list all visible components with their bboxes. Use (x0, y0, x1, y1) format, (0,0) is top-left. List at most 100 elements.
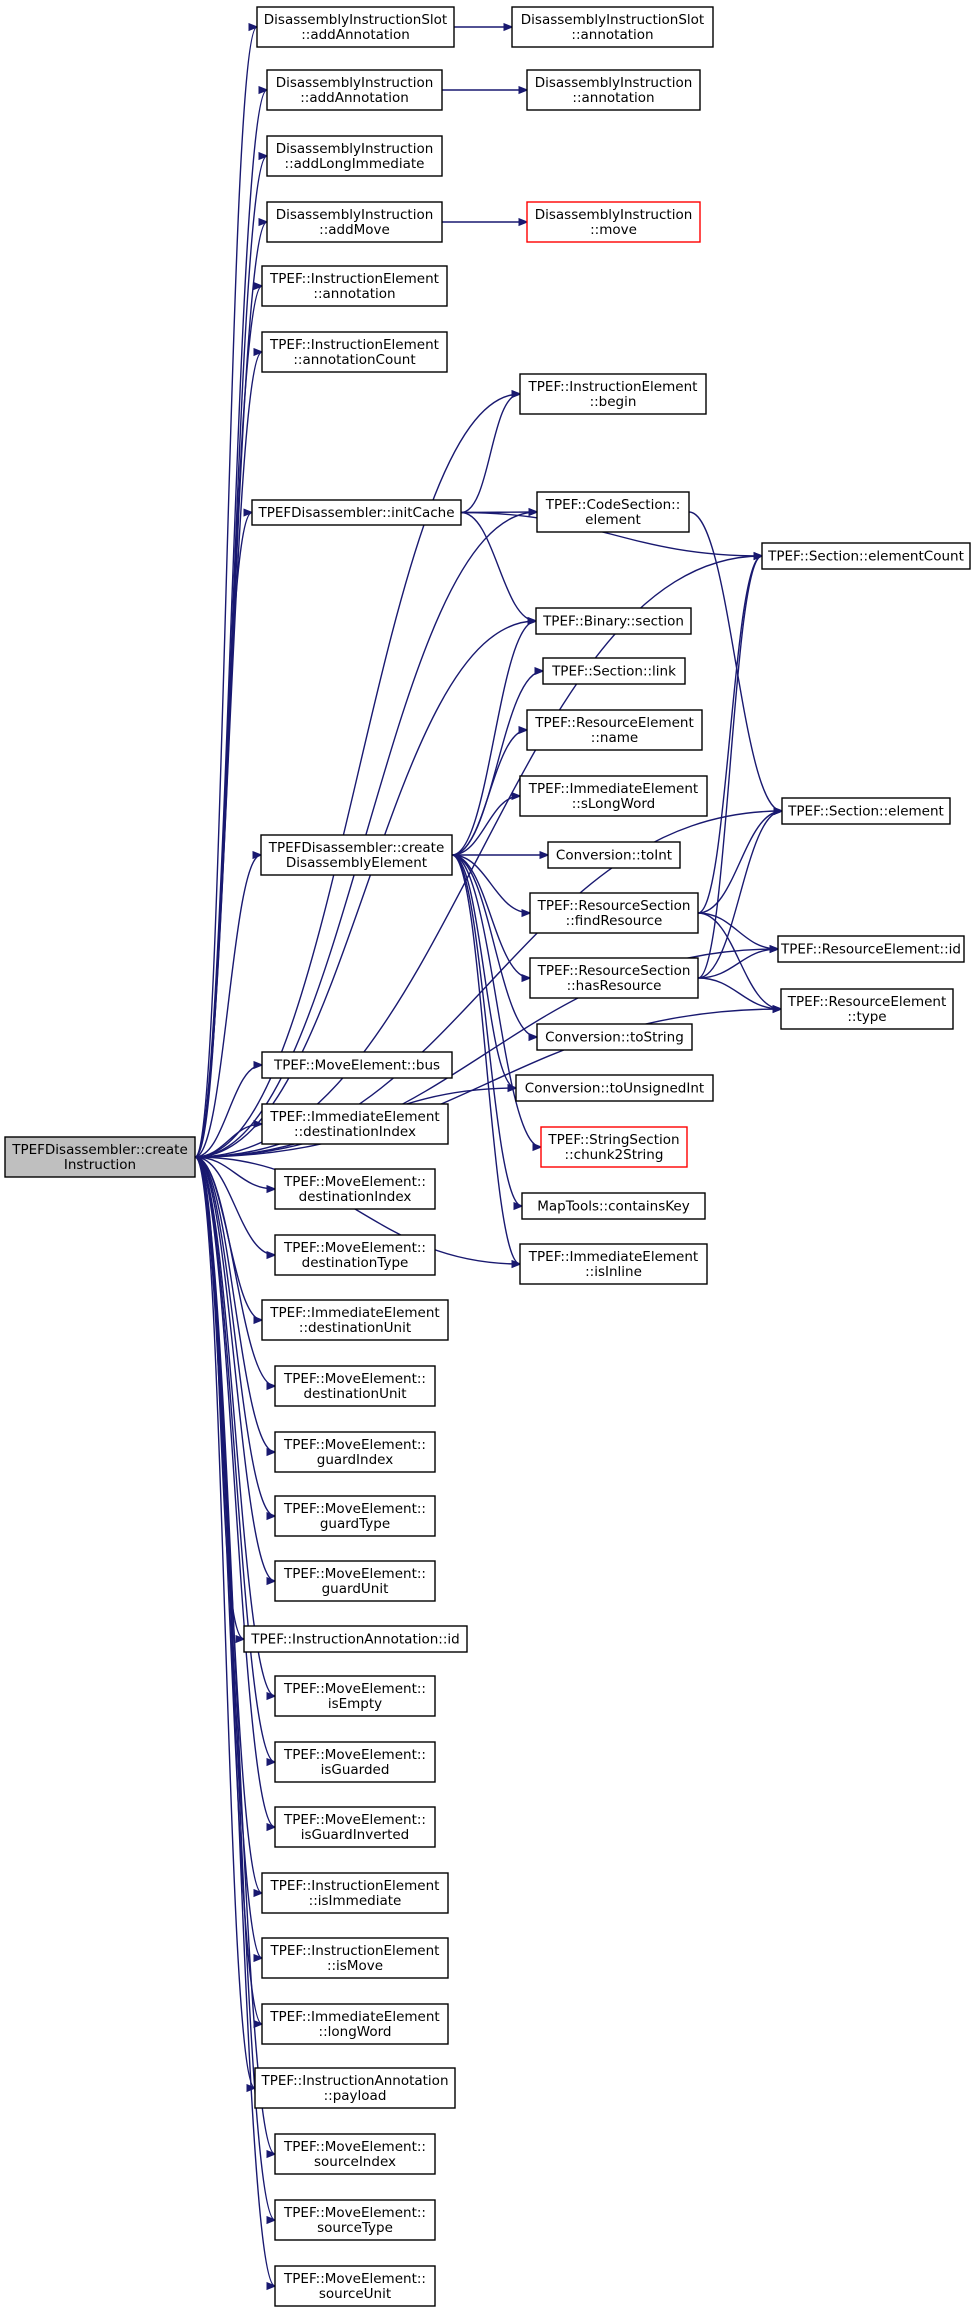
node-label-line: ::destinationUnit (299, 1320, 411, 1336)
node-label-line: TPEF::MoveElement::bus (273, 1058, 440, 1074)
edge-findResource-to-resourceType (697, 912, 781, 1009)
node-label-line: ::addMove (319, 222, 390, 238)
node-meDestUnit[interactable]: TPEF::MoveElement::destinationUnit (274, 1365, 436, 1407)
node-box (261, 1937, 449, 1979)
node-box (261, 1299, 449, 1341)
edge-createDisElement-to-findResource (451, 854, 530, 913)
node-ieAnnotation[interactable]: TPEF::InstructionElement::annotation (261, 265, 448, 307)
node-toString[interactable]: Conversion::toString (536, 1023, 693, 1051)
node-label-line: Conversion::toInt (556, 848, 672, 864)
node-label-line: TPEF::InstructionAnnotation (260, 2073, 448, 2089)
node-meGuardType[interactable]: TPEF::MoveElement::guardType (274, 1495, 436, 1537)
node-meIsEmpty[interactable]: TPEF::MoveElement::isEmpty (274, 1675, 436, 1717)
node-box (515, 1074, 714, 1102)
node-sectionLink[interactable]: TPEF::Section::link (542, 657, 686, 685)
node-meIsGuarded[interactable]: TPEF::MoveElement::isGuarded (274, 1741, 436, 1783)
edge-createInstruction-to-meGuardType (194, 1156, 275, 1516)
node-box (274, 1675, 436, 1717)
node-instrAnnotation[interactable]: DisassemblyInstruction::annotation (526, 69, 701, 111)
node-label-line: destinationUnit (303, 1386, 406, 1402)
node-label-line: ::longWord (319, 2024, 392, 2040)
node-initCache[interactable]: TPEFDisassembler::initCache (251, 499, 462, 526)
node-label-line: DisassemblyInstruction (276, 75, 434, 91)
node-slotAnnotation[interactable]: DisassemblyInstructionSlot::annotation (511, 6, 714, 48)
node-containsKey[interactable]: MapTools::containsKey (521, 1192, 706, 1220)
edge-createInstruction-to-meGuardIndex (194, 1156, 275, 1452)
node-instrAddAnnotation[interactable]: DisassemblyInstruction::addAnnotation (266, 69, 443, 111)
node-codeSectionElement[interactable]: TPEF::CodeSection::element (536, 491, 690, 533)
node-ieIsImmediate[interactable]: TPEF::InstructionElement::isImmediate (261, 1872, 449, 1914)
node-slotAddAnnotation[interactable]: DisassemblyInstructionSlot::addAnnotatio… (256, 6, 455, 48)
node-addMove[interactable]: DisassemblyInstruction::addMove (266, 201, 443, 243)
node-ieAnnotationCount[interactable]: TPEF::InstructionElement::annotationCoun… (261, 331, 448, 373)
edge-createInstruction-to-createDisElement (194, 855, 261, 1158)
node-resourceName[interactable]: TPEF::ResourceElement::name (526, 709, 703, 751)
node-label-line: isEmpty (328, 1696, 382, 1712)
edge-createDisElement-to-isInline (451, 854, 520, 1264)
node-meDestType[interactable]: TPEF::MoveElement::destinationType (274, 1234, 436, 1276)
node-label-line: TPEF::InstructionElement (269, 337, 439, 353)
edge-createDisElement-to-toUnsignedInt (451, 854, 516, 1088)
node-label-line: sourceUnit (319, 2286, 391, 2302)
node-toUnsignedInt[interactable]: Conversion::toUnsignedInt (515, 1074, 714, 1102)
edge-createDisElement-to-containsKey (451, 854, 522, 1206)
node-meSourceUnit[interactable]: TPEF::MoveElement::sourceUnit (274, 2265, 436, 2307)
node-createDisElement[interactable]: TPEFDisassembler::createDisassemblyEleme… (260, 834, 453, 876)
node-meBus[interactable]: TPEF::MoveElement::bus (261, 1051, 453, 1079)
node-instrMove[interactable]: DisassemblyInstruction::move (526, 201, 701, 243)
node-resourceId[interactable]: TPEF::ResourceElement::id (777, 935, 965, 963)
node-meGuardIndex[interactable]: TPEF::MoveElement::guardIndex (274, 1431, 436, 1473)
node-isInline[interactable]: TPEF::ImmediateElement::isInline (519, 1243, 708, 1285)
node-sectionElement[interactable]: TPEF::Section::element (781, 797, 951, 825)
node-sectionElementCount[interactable]: TPEF::Section::elementCount (761, 542, 971, 570)
node-imDestIndex[interactable]: TPEF::ImmediateElement::destinationIndex (261, 1103, 449, 1145)
node-label-line: TPEF::Section::elementCount (767, 549, 964, 565)
node-box (536, 1023, 693, 1051)
node-hasResource[interactable]: TPEF::ResourceSection::hasResource (529, 957, 699, 999)
node-resourceType[interactable]: TPEF::ResourceElement::type (780, 988, 954, 1030)
node-imDestUnit[interactable]: TPEF::ImmediateElement::destinationUnit (261, 1299, 449, 1341)
node-label-line: DisassemblyInstruction (276, 141, 434, 157)
node-label-line: Instruction (64, 1157, 136, 1173)
node-meSourceIndex[interactable]: TPEF::MoveElement::sourceIndex (274, 2133, 436, 2175)
node-label-line: DisassemblyInstruction (535, 75, 693, 91)
edge-createInstruction-to-meDestIndex (194, 1156, 275, 1189)
node-meGuardUnit[interactable]: TPEF::MoveElement::guardUnit (274, 1560, 436, 1602)
node-box (547, 841, 681, 869)
node-meDestIndex[interactable]: TPEF::MoveElement::destinationIndex (274, 1168, 436, 1210)
node-label-line: TPEF::MoveElement:: (283, 1566, 426, 1582)
node-ieIsMove[interactable]: TPEF::InstructionElement::isMove (261, 1937, 449, 1979)
node-label-line: TPEF::Binary::section (542, 614, 684, 630)
node-label-line: isGuardInverted (301, 1827, 410, 1843)
node-box (519, 1243, 708, 1285)
node-label-line: ::isImmediate (309, 1893, 402, 1909)
node-label-line: Conversion::toString (545, 1030, 684, 1046)
node-label-line: TPEF::InstructionElement (269, 271, 439, 287)
node-binarySection[interactable]: TPEF::Binary::section (535, 607, 692, 635)
node-box (761, 542, 971, 570)
edge-findResource-to-sectionElementCount (697, 556, 762, 914)
node-box (274, 1806, 436, 1848)
node-sLongWord[interactable]: TPEF::ImmediateElement::sLongWord (519, 775, 708, 817)
node-meSourceType[interactable]: TPEF::MoveElement::sourceType (274, 2199, 436, 2241)
node-box (526, 709, 703, 751)
edge-createInstruction-to-meIsEmpty (194, 1156, 275, 1696)
node-label-line: TPEF::StringSection (547, 1132, 679, 1148)
node-label-line: isGuarded (321, 1762, 390, 1778)
node-label-line: TPEF::InstructionElement (270, 1878, 440, 1894)
node-box (266, 135, 443, 177)
node-findResource[interactable]: TPEF::ResourceSection::findResource (529, 892, 699, 934)
node-label-line: TPEF::MoveElement:: (283, 1681, 426, 1697)
node-ieBegin[interactable]: TPEF::InstructionElement::begin (519, 373, 707, 415)
node-iaPayload[interactable]: TPEF::InstructionAnnotation::payload (254, 2067, 456, 2109)
node-imLongWord[interactable]: TPEF::ImmediateElement::longWord (261, 2003, 449, 2045)
node-meIsGuardInverted[interactable]: TPEF::MoveElement::isGuardInverted (274, 1806, 436, 1848)
node-toInt[interactable]: Conversion::toInt (547, 841, 681, 869)
node-label-line: TPEF::InstructionElement (270, 1943, 440, 1959)
node-chunk2String[interactable]: TPEF::StringSection::chunk2String (540, 1126, 688, 1168)
node-addLongImmediate[interactable]: DisassemblyInstruction::addLongImmediate (266, 135, 443, 177)
node-iaId[interactable]: TPEF::InstructionAnnotation::id (243, 1625, 468, 1653)
node-box (254, 2067, 456, 2109)
